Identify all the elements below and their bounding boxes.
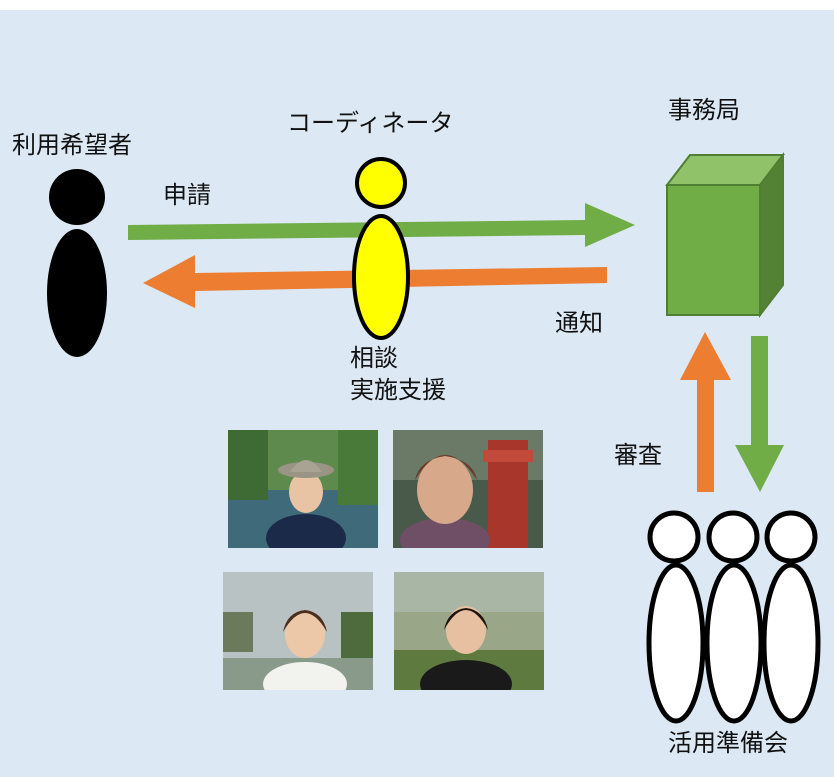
council-member-2 <box>704 510 764 724</box>
support-label-line2: 実施支援 <box>350 376 446 404</box>
coordinator-photo-3 <box>223 572 373 690</box>
coordinator-photo-2 <box>393 430 543 548</box>
coordinator-figure <box>352 157 410 340</box>
applicant-figure <box>47 169 107 357</box>
council-label: 活用準備会 <box>668 729 788 757</box>
council-figures <box>646 510 821 724</box>
report-arrow-down <box>735 336 784 492</box>
review-arrow <box>680 332 731 492</box>
coordinator-photo-1 <box>228 430 378 548</box>
support-label-line1: 相談 <box>350 344 398 372</box>
apply-label: 申請 <box>163 181 211 209</box>
office-label: 事務局 <box>668 96 740 124</box>
notify-label: 通知 <box>555 309 603 337</box>
office-cube <box>664 152 786 318</box>
council-member-1 <box>646 510 706 724</box>
review-label: 審査 <box>614 441 662 469</box>
applicant-label: 利用希望者 <box>12 131 132 159</box>
council-member-3 <box>761 510 821 724</box>
coordinator-photo-4 <box>394 572 544 690</box>
coordinator-label: コーディネータ <box>287 109 454 137</box>
top-strip <box>0 0 834 10</box>
